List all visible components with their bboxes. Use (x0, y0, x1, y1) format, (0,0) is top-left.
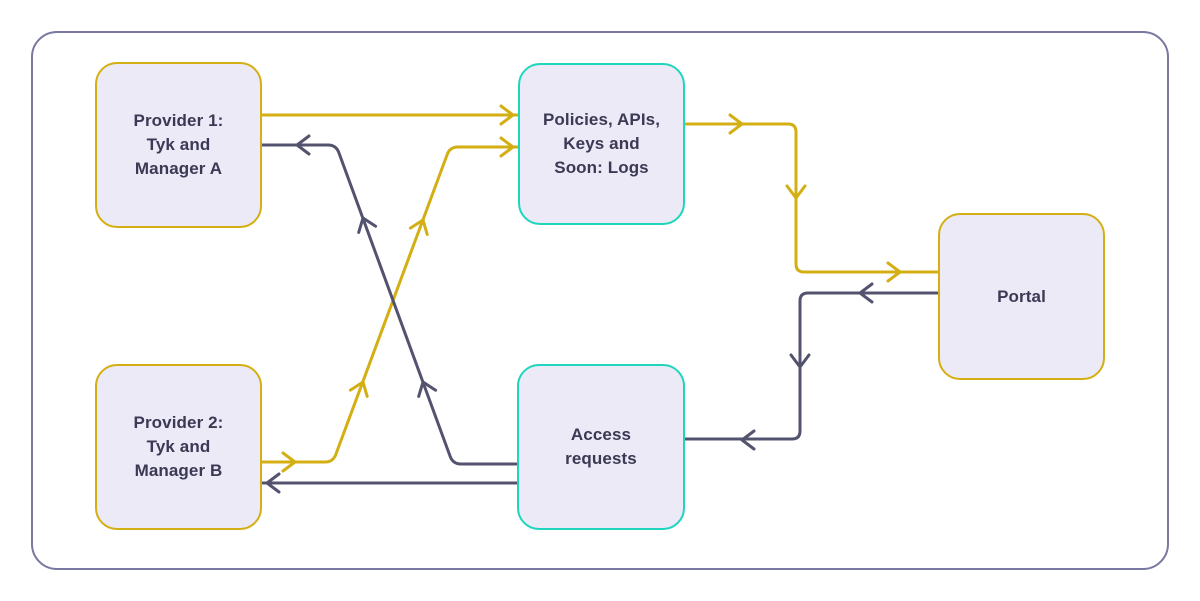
node-policies-label: Policies, APIs, Keys and Soon: Logs (542, 110, 661, 177)
node-provider1-label: Provider 1: Tyk and Manager A (133, 111, 224, 178)
node-policies: Policies, APIs, Keys and Soon: Logs (518, 63, 685, 225)
node-portal-label: Portal (997, 286, 1046, 306)
diagram-frame (31, 31, 1169, 570)
node-provider2: Provider 2: Tyk and Manager B (95, 364, 262, 530)
node-access-requests: Access requests (517, 364, 685, 530)
node-access-requests-label: Access requests (565, 425, 637, 468)
node-portal: Portal (938, 213, 1105, 380)
node-provider2-label: Provider 2: Tyk and Manager B (133, 413, 224, 480)
node-provider1: Provider 1: Tyk and Manager A (95, 62, 262, 228)
